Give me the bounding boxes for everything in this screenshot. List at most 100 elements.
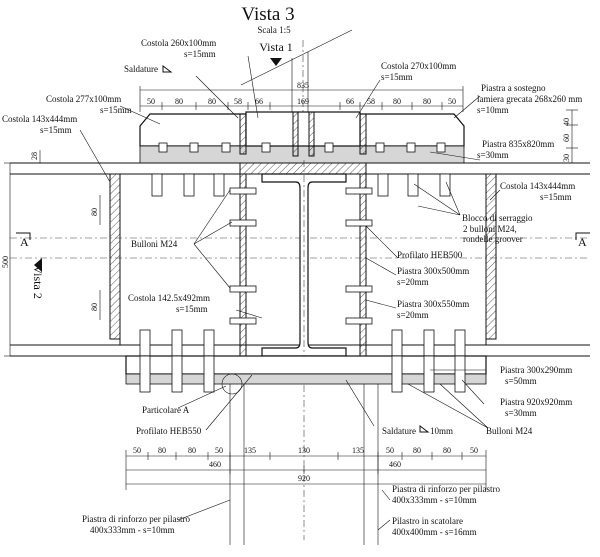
- label-piastra-sostegno-1: Piastra a sostegno: [481, 83, 546, 93]
- right-dimensions: 40 60 30: [562, 109, 578, 164]
- label-costola-143-left: Costola 143x444mm: [2, 114, 77, 124]
- label-costola-142-s: s=15mm: [176, 304, 208, 314]
- column-web-plate-left: [239, 173, 247, 357]
- label-piastra-sostegno-3: s=10mm: [477, 105, 509, 115]
- top-dimensions: 835 50 80 80 58 66 169 66 58 80 80 50: [139, 81, 464, 112]
- label-costola-277: Costola 277x100mm: [46, 94, 121, 104]
- bottom-dimensions: 50 80 80 50 135 130 135 50 80 80 50 460 …: [125, 446, 487, 490]
- svg-text:A: A: [20, 235, 29, 249]
- label-costola-260-s: s=15mm: [184, 49, 216, 59]
- label-piastra-300x500-s: s=20mm: [397, 277, 429, 287]
- dim-left-28: 28: [30, 152, 39, 160]
- dim-top-11: 50: [448, 97, 456, 106]
- dim-bottom-7: 135: [352, 446, 364, 455]
- label-saldature-bottom: Saldature: [382, 426, 416, 436]
- label-scatolare-2: 400x400mm - s=16mm: [392, 527, 477, 537]
- flange-bolts-top: [151, 173, 451, 197]
- label-rinforzo-left-2: 400x333mm - s=10mm: [90, 525, 175, 535]
- label-blocco-2: 2 bulloni M24,: [463, 224, 517, 234]
- label-piastra-920: Piastra 920x920mm: [500, 397, 572, 407]
- dim-bottom-6: 130: [298, 446, 310, 455]
- label-particolare-a: Particolare A: [142, 405, 190, 415]
- label-rinforzo-left-1: Piastra di rinforzo per pilastro: [82, 514, 190, 524]
- weld-symbol-bottom: [419, 425, 430, 433]
- dim-top-3: 80: [208, 97, 216, 106]
- label-piastra-920-s: s=30mm: [505, 408, 537, 418]
- label-profilato-heb550: Profilato HEB550: [136, 426, 202, 436]
- label-costola-142: Costola 142.5x492mm: [128, 293, 210, 303]
- label-costola-143-right: Costola 143x444mm: [500, 181, 575, 191]
- dim-top-10: 80: [423, 97, 431, 106]
- dim-bottom-11: 50: [470, 446, 478, 455]
- leader-lines: [79, 55, 501, 531]
- label-piastra-sostegno-2: lamiera grecata 268x260 mm: [477, 94, 582, 104]
- label-blocco-1: Blocco di serraggio: [462, 213, 533, 223]
- section-mark-left: A: [16, 232, 31, 249]
- label-costola-143-right-s: s=15mm: [540, 192, 572, 202]
- weld-symbol-top: [162, 65, 173, 73]
- dim-bottom-5: 135: [244, 446, 256, 455]
- svg-text:A: A: [578, 235, 587, 249]
- dim-top-6: 169: [297, 97, 309, 106]
- label-rinforzo-right-2: 400x333mm - s=10mm: [392, 495, 477, 505]
- dim-inner-80-bottom: 80: [90, 303, 99, 311]
- side-rib-left: [109, 173, 121, 340]
- label-piastra-300x290: Piastra 300x290mm: [500, 365, 572, 375]
- dim-right-40: 40: [562, 118, 571, 126]
- view-1-arrow: [270, 58, 282, 66]
- dim-bottom-8: 50: [386, 446, 394, 455]
- label-costola-260: Costola 260x100mm: [141, 38, 216, 48]
- dim-bottom-9: 80: [413, 446, 421, 455]
- label-costola-143-left-s: s=15mm: [40, 125, 72, 135]
- label-costola-270: Costola 270x100mm: [381, 61, 456, 71]
- dim-left-500: 500: [1, 256, 10, 268]
- label-piastra-300x550: Piastra 300x550mm: [397, 299, 469, 309]
- dim-top-4: 58: [234, 97, 242, 106]
- label-piastra-835-s: s=30mm: [477, 150, 509, 160]
- label-piastra-835: Piastra 835x820mm: [482, 139, 554, 149]
- dim-right-30: 30: [562, 154, 571, 162]
- view-1-label: Vista 1: [259, 40, 293, 54]
- top-bolts: [158, 142, 446, 153]
- label-scatolare-1: Pilastro in scatolare: [392, 516, 463, 526]
- dim-top-7: 66: [346, 97, 354, 106]
- section-mark-right: A: [575, 232, 590, 249]
- view-2-label: Vista 2: [31, 265, 45, 299]
- drawing-scale: Scala 1:5: [257, 25, 291, 35]
- dim-right-60: 60: [562, 134, 571, 142]
- label-rinforzo-right-1: Piastra di rinforzo per pilastro: [392, 484, 500, 494]
- anchor-bolts: [139, 355, 466, 393]
- dim-top-2: 80: [175, 97, 183, 106]
- dim-inner-80-top: 80: [90, 208, 99, 216]
- upper-rib-right: [359, 113, 465, 147]
- dim-bottom-4: 50: [215, 446, 223, 455]
- dim-top-1: 50: [147, 97, 155, 106]
- break-line-top: [240, 29, 353, 86]
- view-2-arrow: [34, 258, 42, 272]
- detail-a-circle: [221, 373, 243, 395]
- dim-835: 835: [297, 81, 309, 90]
- dim-top-5: 66: [255, 97, 263, 106]
- label-bulloni-left: Bulloni M24: [131, 239, 178, 249]
- upper-rib-left: [139, 113, 247, 147]
- label-bulloni-right: Bulloni M24: [486, 426, 533, 436]
- label-piastra-300x550-s: s=20mm: [397, 310, 429, 320]
- dim-bottom-2: 80: [158, 446, 166, 455]
- column-web-plate-right: [359, 173, 367, 357]
- dim-top-9: 80: [393, 97, 401, 106]
- drawing-title: Vista 3: [241, 4, 294, 25]
- dim-bottom-1: 50: [133, 446, 141, 455]
- column-bolts: [229, 187, 373, 325]
- column-top-plate: [239, 162, 367, 175]
- label-blocco-3: rondelle groover: [463, 234, 523, 244]
- label-profilato-heb500: Profilato HEB500: [397, 250, 463, 260]
- label-piastra-300x290-s: s=50mm: [505, 376, 537, 386]
- label-saldature-top: Saldature: [124, 64, 158, 74]
- dim-bottom-920: 920: [298, 474, 310, 483]
- label-costola-277-s: s=15mm: [100, 105, 132, 115]
- dim-bottom-10: 80: [443, 446, 451, 455]
- label-costola-270-s: s=15mm: [381, 72, 413, 82]
- dim-bottom-460-left: 460: [209, 460, 221, 469]
- dim-bottom-460-right: 460: [389, 460, 401, 469]
